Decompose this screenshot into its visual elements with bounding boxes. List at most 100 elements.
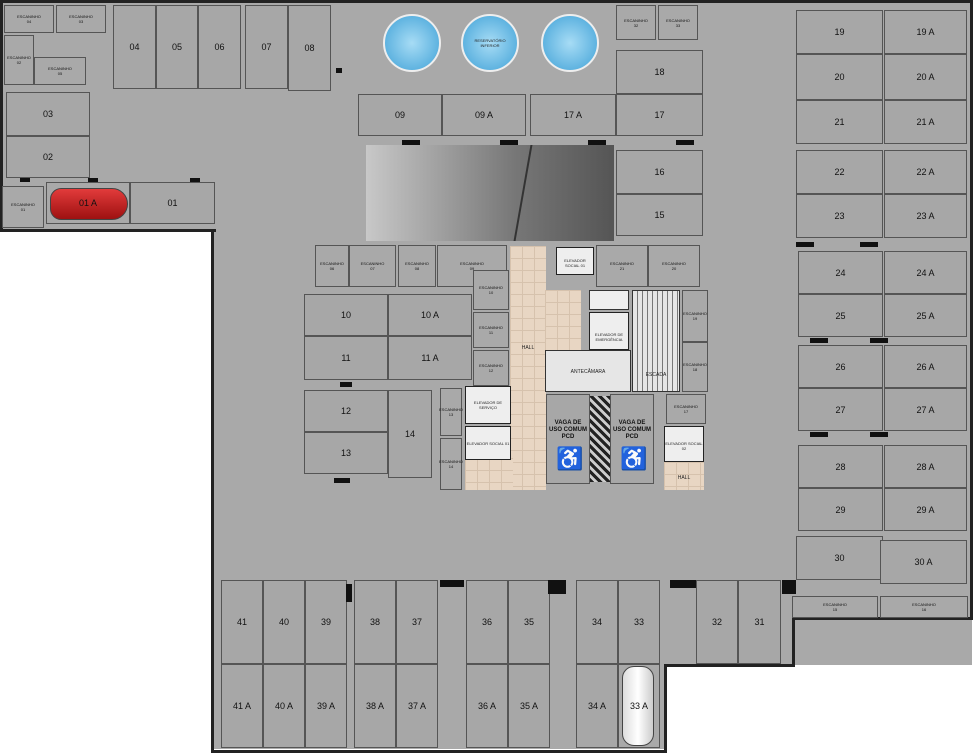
parking-space-27a[interactable]: 27 A <box>884 388 967 431</box>
parking-space-19[interactable]: 19 <box>796 10 883 54</box>
parking-space-33a[interactable]: 33 A <box>618 664 660 748</box>
parking-space-15[interactable]: 15 <box>616 194 703 236</box>
parking-space-37[interactable]: 37 <box>396 580 438 664</box>
parking-space-09a[interactable]: 09 A <box>442 94 526 136</box>
parking-space-24[interactable]: 24 <box>798 251 883 294</box>
parking-space-17[interactable]: 17 <box>616 94 703 136</box>
parking-space-07[interactable]: 07 <box>245 5 288 89</box>
parking-space-18[interactable]: 18 <box>616 50 703 94</box>
parking-space-29a[interactable]: 29 A <box>884 488 967 531</box>
parking-space-20a[interactable]: 20 A <box>884 54 967 100</box>
parking-space-11[interactable]: 11 <box>304 336 388 380</box>
parking-space-41a[interactable]: 41 A <box>221 664 263 748</box>
parking-space-14[interactable]: 14 <box>388 390 432 478</box>
parking-space-36[interactable]: 36 <box>466 580 508 664</box>
parking-space-25[interactable]: 25 <box>798 294 883 337</box>
parking-space-11a[interactable]: 11 A <box>388 336 472 380</box>
parking-space-09[interactable]: 09 <box>358 94 442 136</box>
parking-space-number: 11 <box>341 353 351 363</box>
parking-space-22[interactable]: 22 <box>796 150 883 194</box>
parking-space-39[interactable]: 39 <box>305 580 347 664</box>
parking-space-38a[interactable]: 38 A <box>354 664 396 748</box>
parking-space-35[interactable]: 35 <box>508 580 550 664</box>
parking-space-17a[interactable]: 17 A <box>530 94 616 136</box>
parking-space-23a[interactable]: 23 A <box>884 194 967 238</box>
parking-space-04[interactable]: 04 <box>113 5 156 89</box>
parking-space-21a[interactable]: 21 A <box>884 100 967 144</box>
parking-space-38[interactable]: 38 <box>354 580 396 664</box>
parking-space-32[interactable]: 32 <box>696 580 738 664</box>
pcd-space-right[interactable] <box>610 394 654 484</box>
parking-space-34[interactable]: 34 <box>576 580 618 664</box>
parking-space-20[interactable]: 20 <box>796 54 883 100</box>
parking-space-23[interactable]: 23 <box>796 194 883 238</box>
wheelchair-icon-left: ♿ <box>556 446 584 471</box>
parking-space-31[interactable]: 31 <box>738 580 781 664</box>
parking-space-29[interactable]: 29 <box>798 488 883 531</box>
parking-space-24a[interactable]: 24 A <box>884 251 967 294</box>
parking-space-13[interactable]: 13 <box>304 432 388 474</box>
parking-space-27[interactable]: 27 <box>798 388 883 431</box>
parking-space-10a[interactable]: 10 A <box>388 294 472 336</box>
parking-space-36a[interactable]: 36 A <box>466 664 508 748</box>
parking-space-35a[interactable]: 35 A <box>508 664 550 748</box>
parking-space-26a[interactable]: 26 A <box>884 345 967 388</box>
elevator-emergency <box>589 312 629 350</box>
parking-space-39a[interactable]: 39 A <box>305 664 347 748</box>
parking-space-01a[interactable]: 01 A <box>46 182 130 224</box>
pcd-label-left: VAGA DE USO COMUM PCD <box>549 420 587 440</box>
parking-space-16[interactable]: 16 <box>616 150 703 194</box>
parking-space-22a[interactable]: 22 A <box>884 150 967 194</box>
parking-space-34a[interactable]: 34 A <box>576 664 618 748</box>
parking-space-37a[interactable]: 37 A <box>396 664 438 748</box>
parking-space-25a[interactable]: 25 A <box>884 294 967 337</box>
parking-space-19a[interactable]: 19 A <box>884 10 967 54</box>
parking-space-41[interactable]: 41 <box>221 580 263 664</box>
parking-space-30a[interactable]: 30 A <box>880 540 967 584</box>
parking-space-21[interactable]: 21 <box>796 100 883 144</box>
parking-space-02[interactable]: 02 <box>6 136 90 178</box>
parking-space-number: 29 <box>835 504 846 515</box>
pcd-space-left[interactable] <box>546 394 590 484</box>
parking-space-05[interactable]: 05 <box>156 5 198 89</box>
storage-unit-number: 14 <box>448 464 454 469</box>
parking-space-03[interactable]: 03 <box>6 92 90 136</box>
parking-space-08[interactable]: 08 <box>288 5 331 91</box>
parking-space-26[interactable]: 26 <box>798 345 883 388</box>
parking-space-40a[interactable]: 40 A <box>263 664 305 748</box>
parking-space-10[interactable]: 10 <box>304 294 388 336</box>
parking-space-number: 04 <box>129 42 140 52</box>
parking-space-30[interactable]: 30 <box>796 536 883 580</box>
parking-space-06[interactable]: 06 <box>198 5 241 89</box>
parking-space-28[interactable]: 28 <box>798 445 883 488</box>
parking-space-40[interactable]: 40 <box>263 580 305 664</box>
parking-space-33[interactable]: 33 <box>618 580 660 664</box>
parking-space-12[interactable]: 12 <box>304 390 388 432</box>
storage-unit-number: 18 <box>692 367 698 372</box>
storage-unit-number: 09 <box>469 266 475 271</box>
parking-space-01[interactable]: 01 <box>130 182 215 224</box>
parking-space-28a[interactable]: 28 A <box>884 445 967 488</box>
